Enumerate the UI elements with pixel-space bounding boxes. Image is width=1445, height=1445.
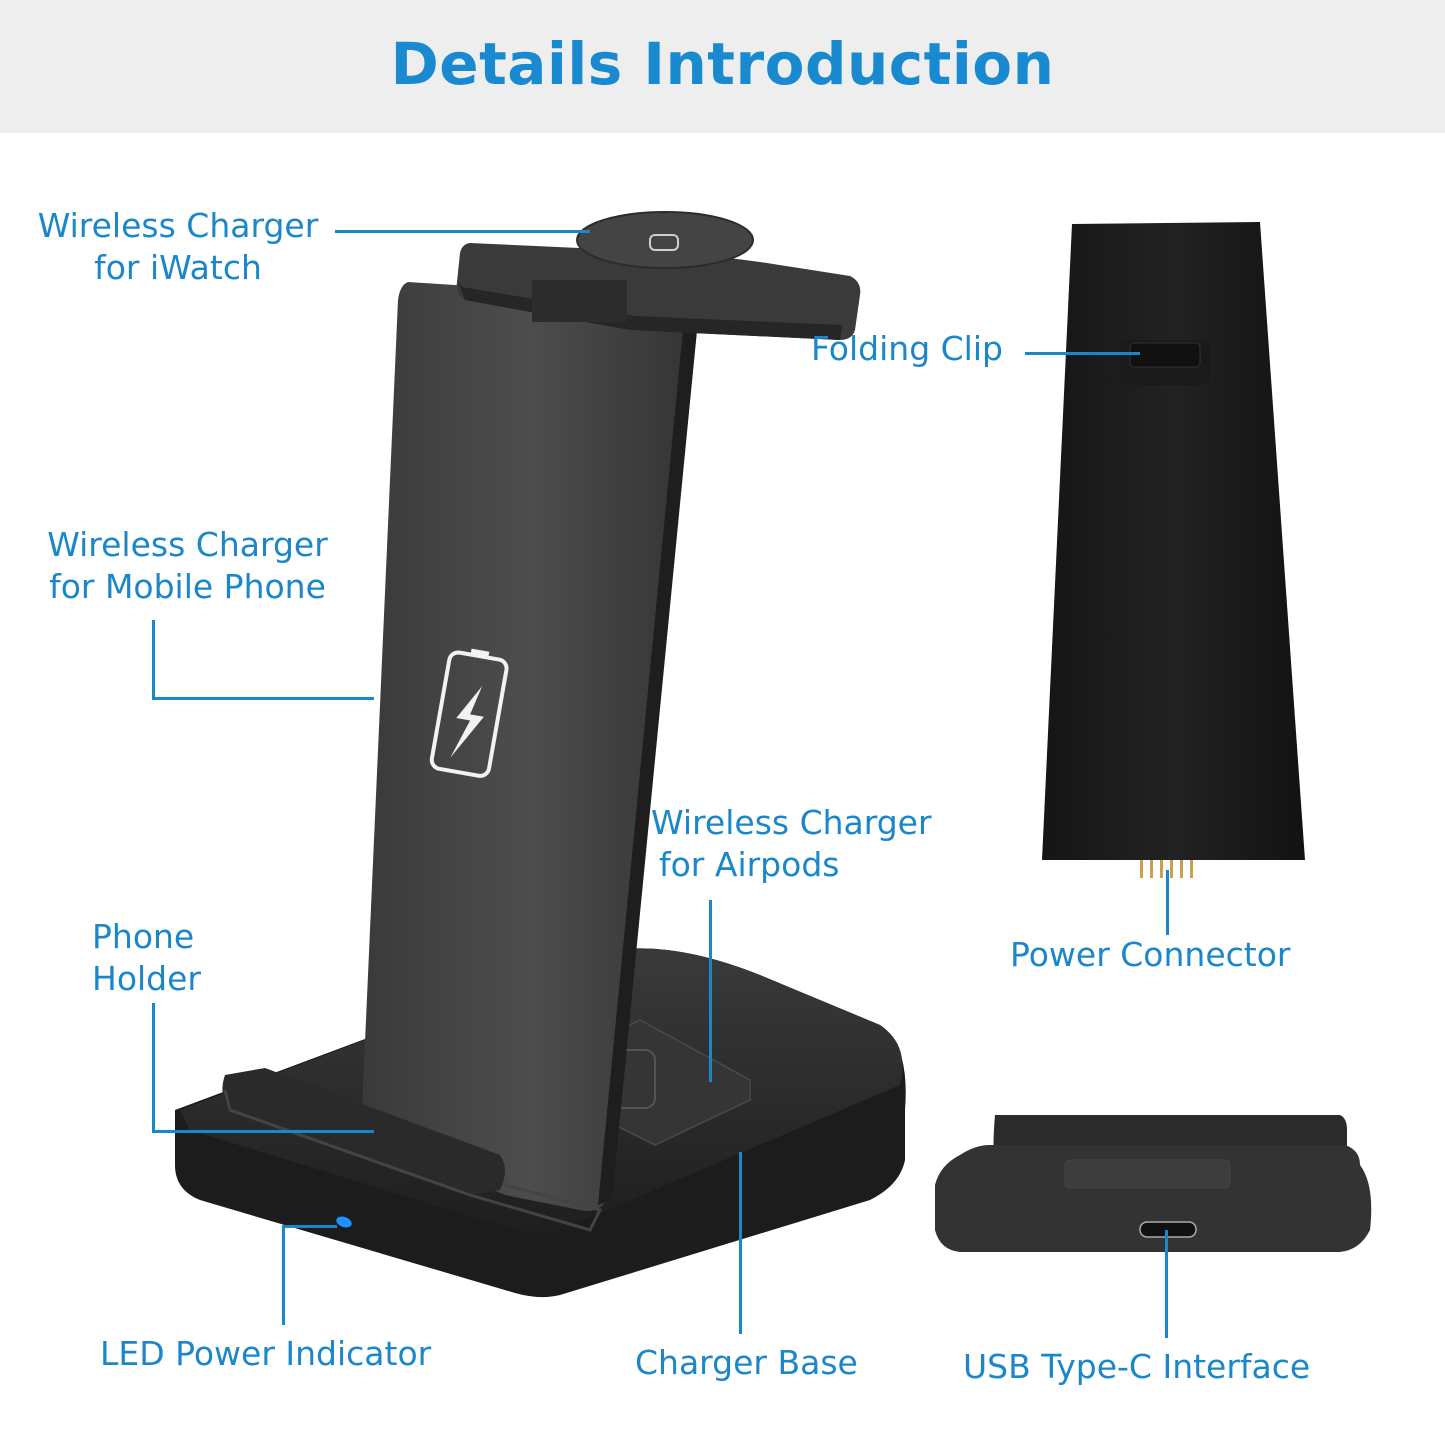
label-phone-holder: Phone Holder [92,917,201,998]
usb-c-port [1139,1221,1197,1238]
watch-icon [649,234,679,251]
leader-folding-clip [1025,352,1140,355]
label-power-connector: Power Connector [1010,935,1291,974]
leader-usb-c [1165,1230,1168,1338]
page-title: Details Introduction [390,30,1055,98]
header-banner: Details Introduction [0,0,1445,133]
label-folding-clip: Folding Clip [811,329,1003,368]
leader-mobile-phone-v [152,620,155,700]
label-charger-base: Charger Base [635,1343,858,1382]
leader-airpods [709,900,712,1082]
leader-power-connector [1166,870,1169,935]
label-airpods-charger: Wireless Charger for Airpods [651,803,932,884]
power-pins [1140,860,1193,878]
battery-bolt-icon [429,648,509,778]
label-usb-c: USB Type-C Interface [963,1347,1311,1386]
phone-stand-panel [361,282,699,1211]
label-iwatch-charger: Wireless Charger for iWatch [37,206,319,287]
leader-iwatch [335,230,590,233]
leader-mobile-phone-h [152,697,374,700]
label-mobile-phone-charger: Wireless Charger for Mobile Phone [47,525,328,606]
leader-led-h [282,1225,337,1228]
side-view-tower [1042,222,1305,878]
leader-led-v [282,1225,285,1325]
base-front-view [935,1115,1372,1252]
watch-charger-pad [456,211,861,340]
leader-charger-base [739,1152,742,1334]
led-indicator [336,1216,352,1228]
folding-clip-hinge [1129,342,1201,368]
leader-phone-holder-v [152,1003,155,1133]
leader-phone-holder-h [152,1130,374,1133]
label-led-indicator: LED Power Indicator [100,1334,432,1373]
